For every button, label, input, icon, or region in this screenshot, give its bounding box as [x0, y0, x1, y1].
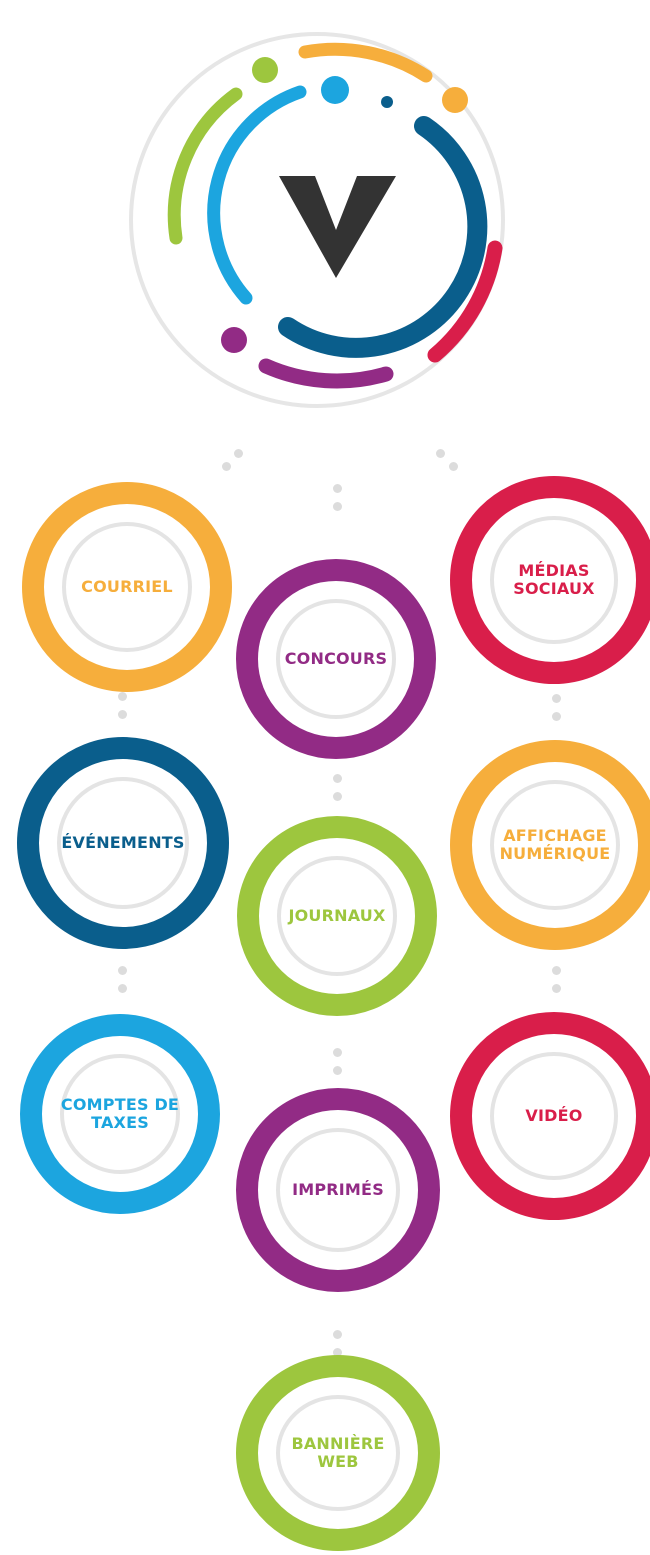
connector-dot	[333, 1330, 342, 1339]
connector-dot	[118, 966, 127, 975]
logo-dot-purple	[221, 327, 247, 353]
connector-dot	[436, 449, 445, 458]
logo-dot-sky	[321, 76, 349, 104]
logo-dot-green	[252, 57, 278, 83]
inner-ring	[276, 1395, 400, 1511]
inner-ring	[490, 516, 618, 644]
logo-arc-red	[427, 240, 503, 363]
connector-dot	[234, 449, 243, 458]
connector-dot	[333, 484, 342, 493]
channel-evenements: ÉVÉNEMENTS	[17, 737, 229, 949]
channel-label: BANNIÈRE WEB	[291, 1434, 385, 1471]
channel-medias-sociaux: MÉDIAS SOCIAUX	[450, 476, 650, 684]
channel-journaux: JOURNAUX	[237, 816, 437, 1016]
channel-label: VIDÉO	[525, 1106, 583, 1125]
inner-ring	[60, 1054, 180, 1174]
channel-label: ÉVÉNEMENTS	[61, 833, 185, 852]
connector-dot	[333, 1048, 342, 1057]
inner-ring	[490, 1052, 618, 1180]
channel-label: AFFICHAGE NUMÉRIQUE	[499, 826, 611, 863]
inner-ring	[62, 522, 192, 652]
channel-label: COMPTES DE TAXES	[60, 1095, 180, 1132]
connector-dot	[118, 984, 127, 993]
logo-v-mark	[279, 176, 396, 278]
connector-dot	[222, 462, 231, 471]
logo-arc-navy	[278, 116, 488, 358]
inner-ring	[490, 780, 620, 910]
connector-dot	[333, 1066, 342, 1075]
channel-concours: CONCOURS	[236, 559, 436, 759]
connector-dot	[552, 984, 561, 993]
channel-label: JOURNAUX	[288, 906, 386, 925]
logo-arc-green	[167, 87, 243, 245]
channel-imprimes: IMPRIMÉS	[236, 1088, 440, 1292]
connector-dot	[552, 712, 561, 721]
channel-affichage-numerique: AFFICHAGE NUMÉRIQUE	[450, 740, 650, 950]
connector-dot	[118, 692, 127, 701]
inner-ring	[276, 1128, 400, 1252]
channel-label: MÉDIAS SOCIAUX	[513, 561, 595, 598]
logo-hub	[129, 32, 505, 408]
channel-label: COURRIEL	[81, 577, 173, 596]
channel-label: IMPRIMÉS	[292, 1180, 384, 1199]
logo-arc-purple	[258, 358, 394, 389]
connector-dot	[333, 792, 342, 801]
logo-dot-orange	[442, 87, 468, 113]
channel-label: CONCOURS	[284, 649, 388, 668]
inner-ring	[276, 599, 396, 719]
logo-arc-sky	[207, 85, 307, 305]
connector-dot	[552, 694, 561, 703]
channel-video: VIDÉO	[450, 1012, 650, 1220]
logo-dot-navy-small	[381, 96, 393, 108]
channel-banniere-web: BANNIÈRE WEB	[236, 1355, 440, 1551]
logo-arc-orange	[298, 42, 433, 83]
channel-comptes-de-taxes: COMPTES DE TAXES	[20, 1014, 220, 1214]
connector-dot	[333, 774, 342, 783]
connector-dot	[552, 966, 561, 975]
inner-ring	[57, 777, 189, 909]
connector-dot	[333, 1348, 342, 1357]
connector-dot	[333, 502, 342, 511]
connector-dot	[118, 710, 127, 719]
channel-courriel: COURRIEL	[22, 482, 232, 692]
inner-ring	[277, 856, 397, 976]
connector-dot	[449, 462, 458, 471]
